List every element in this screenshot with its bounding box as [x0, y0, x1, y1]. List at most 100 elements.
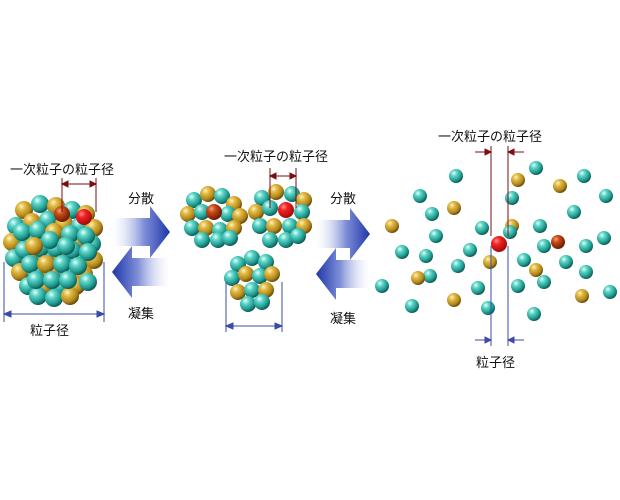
teal-particle	[475, 221, 489, 235]
gold-particle	[529, 263, 543, 277]
teal-particle	[252, 218, 268, 234]
teal-particle	[425, 207, 439, 221]
teal-particle	[599, 189, 613, 203]
small-cluster-bottom	[224, 250, 280, 312]
teal-particle	[29, 287, 47, 305]
teal-particle	[451, 259, 465, 273]
teal-particle	[244, 250, 260, 266]
gold-particle	[385, 219, 399, 233]
teal-particle	[53, 255, 71, 273]
teal-particle	[57, 237, 75, 255]
teal-particle	[429, 229, 443, 243]
teal-particle	[77, 227, 95, 245]
teal-particle	[43, 271, 61, 289]
gold-particle	[575, 289, 589, 303]
particle-size-label-1: 粒子径	[30, 324, 69, 339]
teal-particle	[41, 231, 59, 249]
teal-particle	[79, 243, 97, 261]
highlighted-particle	[278, 202, 294, 218]
dispersion-arrow-1	[112, 206, 170, 258]
teal-particle	[579, 239, 593, 253]
teal-particle	[69, 257, 87, 275]
teal-particle	[533, 219, 547, 233]
primary-particle-size-label-1: 一次粒子の粒子径	[10, 162, 114, 178]
gold-particle	[37, 255, 55, 273]
teal-particle	[194, 232, 210, 248]
gold-particle	[232, 208, 248, 224]
teal-particle	[254, 294, 270, 310]
teal-particle	[240, 296, 256, 312]
gold-particle	[268, 184, 284, 200]
teal-particle	[449, 169, 463, 183]
teal-particle	[537, 239, 551, 253]
teal-particle	[503, 225, 517, 239]
teal-particle	[262, 232, 278, 248]
gold-particle	[180, 206, 196, 222]
teal-particle	[184, 220, 200, 236]
primary-particle-size-label-3: 一次粒子の粒子径	[438, 129, 542, 145]
gold-particle	[230, 284, 246, 300]
aggregated-cluster	[3, 195, 103, 307]
gold-particle	[296, 192, 312, 208]
teal-particle	[220, 206, 236, 222]
dispersion-label-1: 分散	[128, 192, 154, 207]
aggregation-arrow-2	[316, 248, 370, 300]
gold-particle	[511, 173, 525, 187]
teal-particle	[224, 270, 240, 286]
teal-particle	[395, 245, 409, 259]
teal-particle	[59, 271, 77, 289]
teal-particle	[559, 255, 573, 269]
teal-particle	[258, 254, 274, 270]
gold-particle	[238, 266, 254, 282]
teal-particle	[31, 195, 49, 213]
highlighted-particle	[76, 209, 92, 225]
small-cluster-right	[248, 184, 312, 248]
particle-size-dimension-1	[2, 262, 106, 322]
particle-size-dimension-2	[224, 282, 284, 332]
primary-particle-size-label-2: 一次粒子の粒子径	[224, 149, 328, 165]
teal-particle	[186, 192, 202, 208]
primary-particle-dimension-3	[475, 146, 524, 236]
teal-particle	[194, 204, 210, 220]
teal-particle	[79, 273, 97, 291]
gold-particle	[411, 271, 425, 285]
gold-particle	[447, 293, 461, 307]
teal-particle	[290, 228, 306, 244]
teal-particle	[423, 269, 437, 283]
teal-particle	[463, 243, 477, 257]
orange-particle	[551, 235, 565, 249]
teal-particle	[405, 299, 419, 313]
gold-particle	[483, 255, 497, 269]
teal-particle	[529, 161, 543, 175]
teal-particle	[294, 204, 310, 220]
highlighted-particle	[491, 236, 507, 252]
teal-particle	[567, 205, 581, 219]
aggregation-arrow-1	[112, 246, 170, 298]
gold-particle	[264, 266, 280, 282]
teal-particle	[597, 231, 611, 245]
teal-particle	[210, 232, 226, 248]
teal-particle	[413, 189, 427, 203]
particle-size-dimension-3	[475, 246, 524, 346]
teal-particle	[244, 282, 260, 298]
orange-particle	[206, 204, 222, 220]
teal-particle	[505, 191, 519, 205]
teal-particle	[419, 249, 433, 263]
aggregation-label-2: 凝集	[330, 311, 356, 327]
teal-particle	[13, 223, 31, 241]
teal-particle	[375, 279, 389, 293]
teal-particle	[21, 255, 39, 273]
dispersed-particles	[375, 161, 617, 321]
teal-particle	[252, 268, 268, 284]
teal-particle	[214, 188, 230, 204]
gold-particle	[61, 287, 79, 305]
aggregation-label-1: 凝集	[128, 306, 154, 322]
teal-particle	[511, 279, 525, 293]
gold-particle	[447, 201, 461, 215]
teal-particle	[577, 169, 591, 183]
small-cluster-left	[180, 186, 248, 248]
teal-particle	[45, 289, 63, 307]
gold-particle	[200, 186, 216, 202]
orange-particle	[54, 206, 70, 222]
